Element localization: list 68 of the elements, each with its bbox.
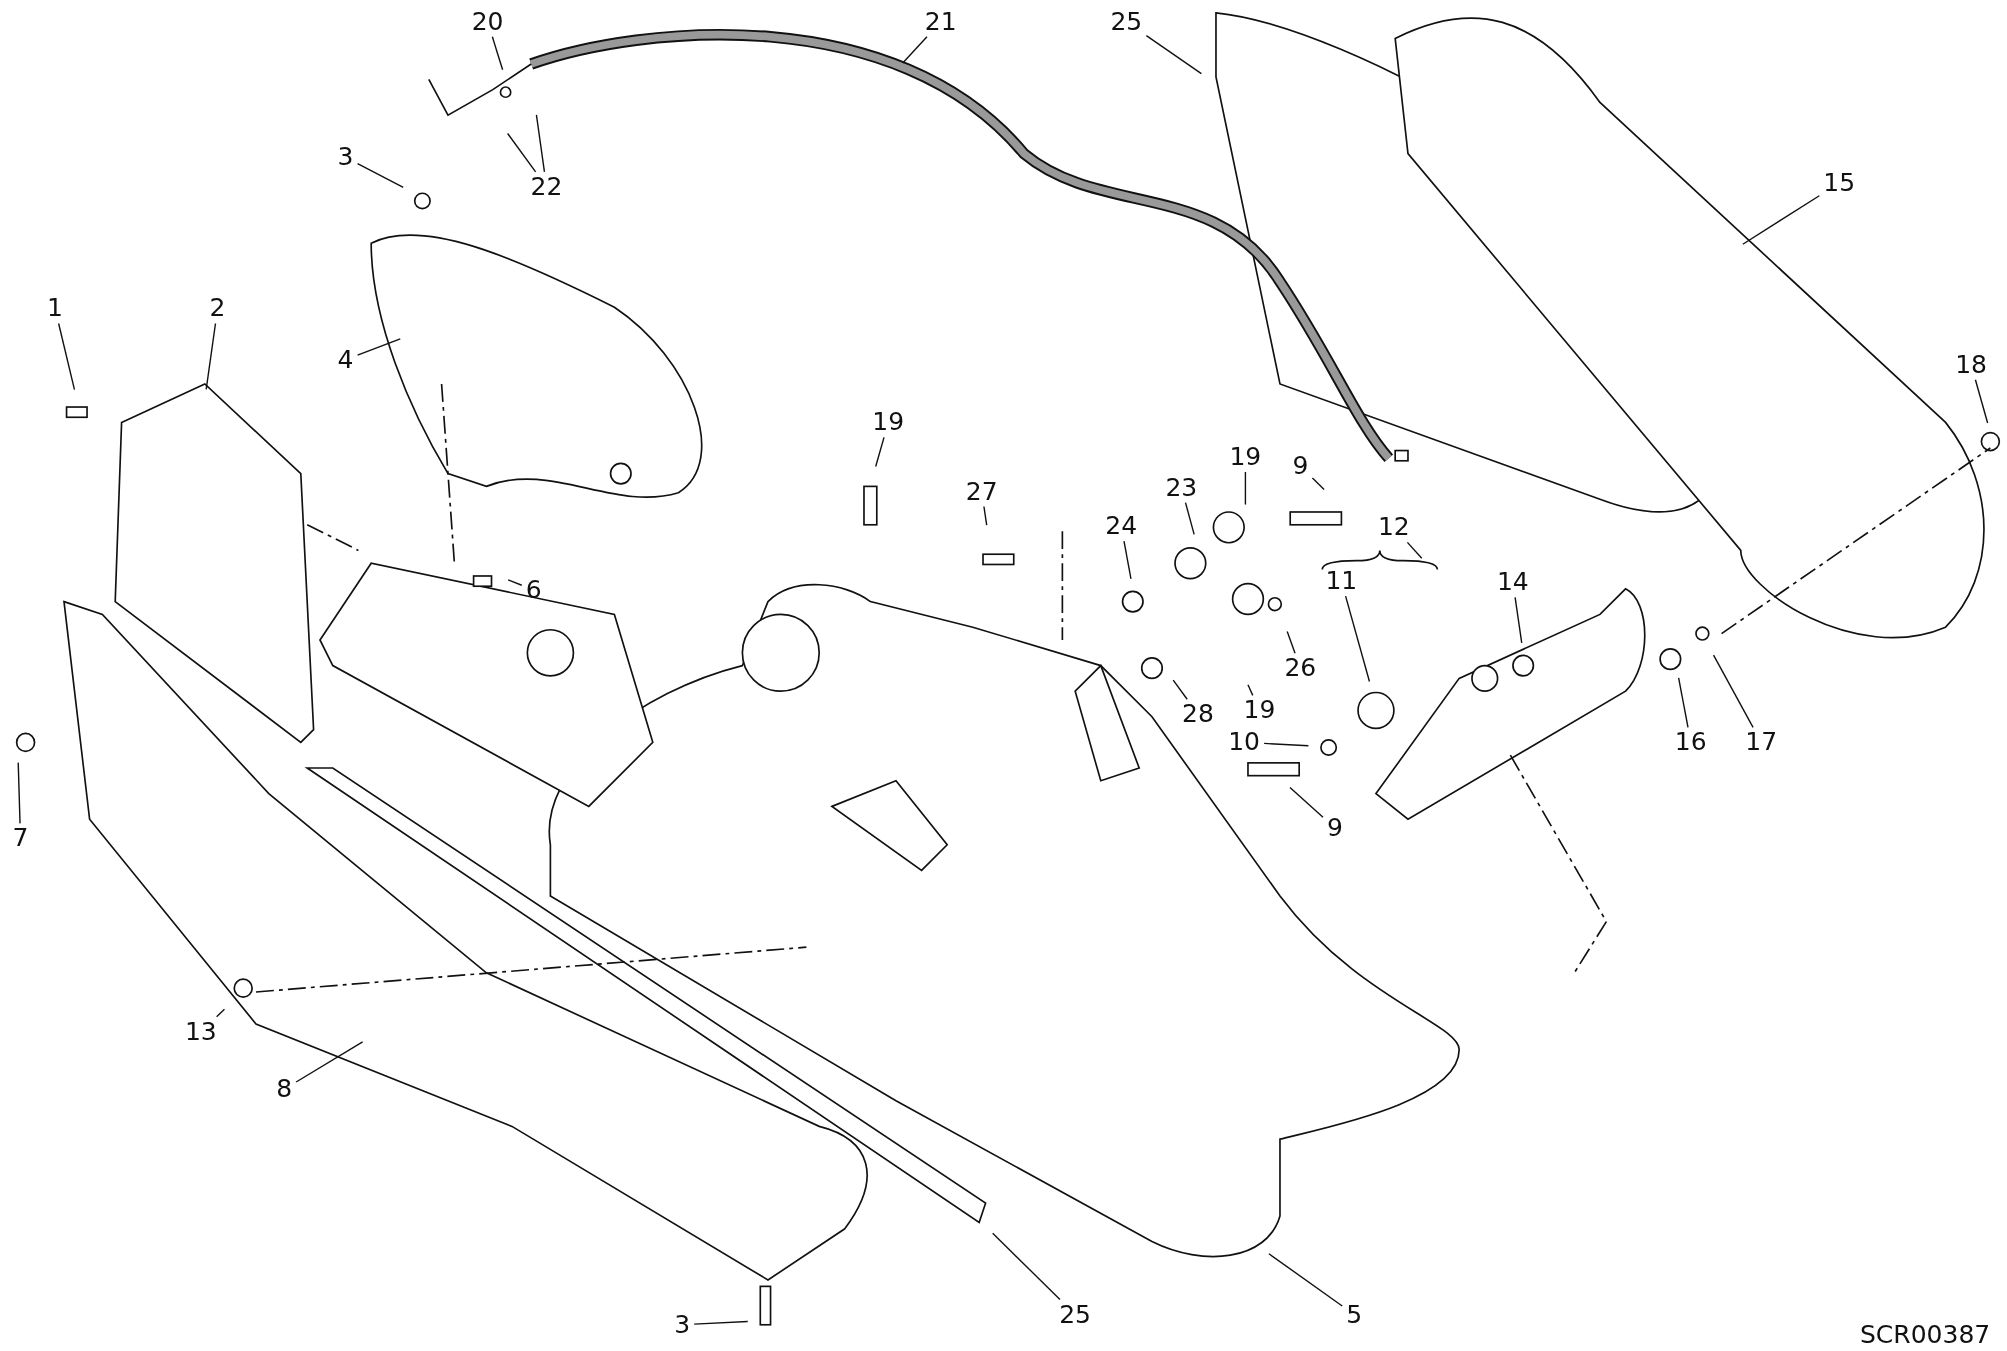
callout-number: 20 <box>469 7 506 36</box>
callout-number: 22 <box>528 172 565 201</box>
callout-number: 19 <box>870 408 907 437</box>
leader-line <box>1677 677 1689 729</box>
callout-number: 6 <box>523 576 544 605</box>
callout-number: 23 <box>1163 473 1200 502</box>
callout-number: 25 <box>1108 7 1145 36</box>
callout-number: 10 <box>1226 728 1262 757</box>
leader-line <box>1145 34 1203 75</box>
callout-number: 3 <box>335 143 356 172</box>
leader-line <box>1712 654 1754 729</box>
callout-number: 12 <box>1375 513 1412 542</box>
callout-number: 25 <box>1057 1300 1093 1329</box>
leader-line <box>875 436 885 468</box>
callout-number: 17 <box>1743 728 1780 757</box>
leader-line <box>507 579 523 586</box>
leader-line <box>205 322 217 391</box>
leader-line <box>1286 630 1296 654</box>
callout-number: 18 <box>1953 350 1989 379</box>
leader-line <box>1247 684 1254 697</box>
callout-number: 15 <box>1821 169 1858 198</box>
callout-number: 19 <box>1241 696 1278 725</box>
callout-number: 2 <box>207 294 228 323</box>
leader-line <box>356 162 404 189</box>
leader-line <box>1172 679 1188 700</box>
callout-number: 11 <box>1323 567 1360 596</box>
leader-line <box>1268 1253 1343 1307</box>
leader-line <box>491 36 504 71</box>
leader-line <box>506 132 537 173</box>
leader-line <box>1742 195 1820 245</box>
callout-number: 13 <box>182 1017 219 1046</box>
leader-line <box>1344 595 1371 683</box>
leader-line <box>215 1008 226 1018</box>
callout-number: 5 <box>1344 1300 1365 1329</box>
leader-line <box>1406 541 1423 560</box>
leader-line <box>693 1320 749 1325</box>
leader-line <box>1184 501 1195 536</box>
leader-line <box>902 36 928 64</box>
leader-line <box>1263 742 1310 747</box>
callout-number: 27 <box>963 477 1000 506</box>
leader-line <box>1123 540 1132 580</box>
leader-line <box>356 338 401 356</box>
leader-line <box>535 114 546 173</box>
callout-number: 9 <box>1325 814 1345 843</box>
callout-number: 28 <box>1180 700 1216 729</box>
leader-line <box>992 1232 1061 1301</box>
leader-line <box>1289 786 1324 818</box>
drawing-code: SCR00387 <box>1860 1320 1991 1349</box>
callout-number: 24 <box>1103 512 1140 541</box>
leader-line <box>983 505 988 526</box>
callout-number: 26 <box>1282 654 1319 683</box>
leader-line <box>57 322 76 391</box>
leader-line <box>17 761 21 825</box>
callout-number: 21 <box>922 7 959 36</box>
leader-line <box>1311 477 1325 491</box>
callout-number: 14 <box>1494 568 1531 597</box>
callout-number: 4 <box>335 345 356 374</box>
leader-line <box>1974 379 1989 424</box>
leader-line <box>1514 596 1523 644</box>
callout-number: 9 <box>1290 451 1311 480</box>
callout-number: 1 <box>45 294 65 323</box>
callout-number: 16 <box>1672 728 1709 757</box>
leader-line <box>1244 471 1247 506</box>
callout-number: 7 <box>10 824 31 853</box>
leader-line <box>295 1041 364 1083</box>
callout-number: 3 <box>672 1310 693 1339</box>
callout-number: 19 <box>1227 442 1264 471</box>
callout-number: 8 <box>274 1075 295 1104</box>
